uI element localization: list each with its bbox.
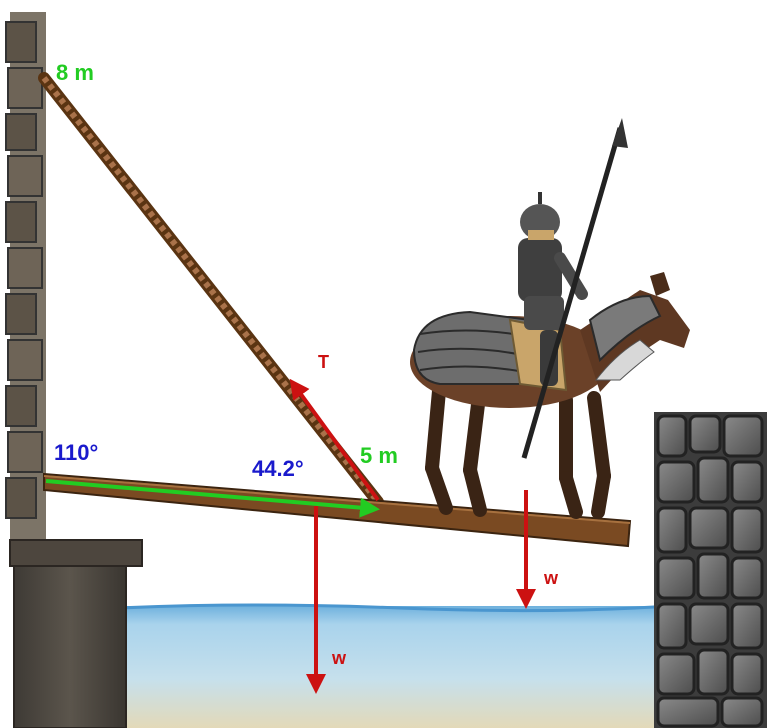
- label-angle-rope: 44.2°: [252, 456, 304, 481]
- drawbridge-plank: [43, 472, 632, 548]
- tension-vector: [289, 378, 380, 502]
- label-rope-length: 8 m: [56, 60, 94, 85]
- castle-wall-left: [5, 12, 46, 542]
- stone-pillar-right: [654, 412, 767, 728]
- stone-base-left: [9, 539, 143, 728]
- rope: [38, 72, 384, 508]
- label-tension: T: [318, 352, 329, 372]
- moat-water: [119, 603, 671, 728]
- label-weight-bridge: w: [331, 648, 347, 668]
- label-angle-wall: 110°: [54, 440, 98, 465]
- label-attach-distance: 5 m: [360, 443, 398, 468]
- label-weight-knight: w: [543, 568, 559, 588]
- distance-vector: [45, 479, 380, 518]
- knight-on-horse: [410, 118, 690, 519]
